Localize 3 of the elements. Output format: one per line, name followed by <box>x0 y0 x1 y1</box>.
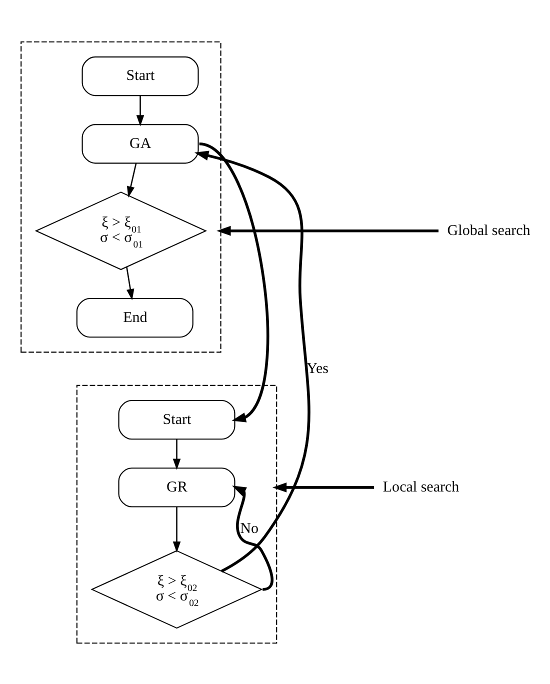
node-text: Local search <box>382 478 460 495</box>
edge-label: No <box>240 520 258 536</box>
node-text: Global search <box>447 222 530 238</box>
